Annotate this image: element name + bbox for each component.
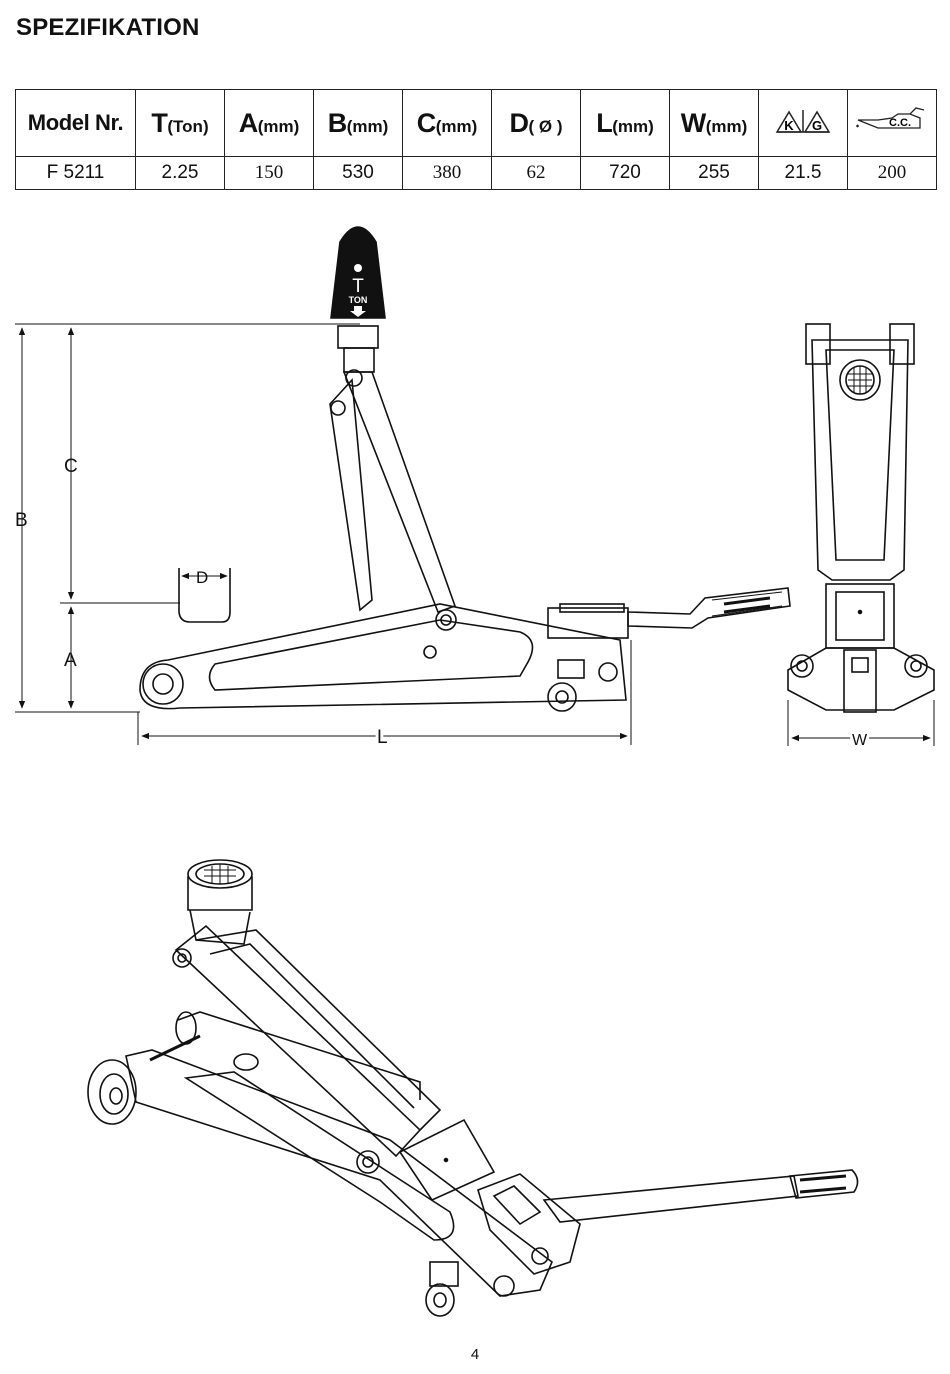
cell-w: 255: [669, 156, 759, 190]
oil-can-icon: C.C.: [856, 106, 925, 129]
cell-oil: 200: [847, 156, 937, 190]
spec-table: Model Nr. T(Ton) A(mm) B(mm) C(mm) D( Ø …: [15, 89, 937, 190]
page-title: SPEZIFIKATION: [16, 14, 200, 41]
cell-c: 380: [402, 156, 492, 190]
header-b-unit: (mm): [346, 116, 389, 136]
saddle-badge: [330, 226, 386, 319]
header-a: A(mm): [224, 89, 314, 157]
dim-l-label: L: [377, 727, 388, 748]
spec-data-row: F 5211 2.25 150 530 380 62 720 255 21.5 …: [15, 156, 937, 190]
side-view: [15, 226, 791, 745]
header-d: D( Ø ): [491, 89, 581, 157]
header-c: C(mm): [402, 89, 492, 157]
cell-a: 150: [224, 156, 314, 190]
header-w-main: W: [680, 107, 706, 138]
dim-c-label: C: [64, 456, 78, 477]
header-model-text: Model Nr.: [27, 110, 124, 135]
weight-icon-g: G: [812, 118, 822, 133]
weight-icon: K G: [775, 109, 831, 133]
page-number: 4: [470, 1346, 480, 1363]
dim-w-label: W: [852, 732, 868, 749]
front-view: [787, 323, 935, 746]
cell-d: 62: [491, 156, 581, 190]
header-w-unit: (mm): [705, 116, 748, 136]
header-c-main: C: [416, 107, 437, 138]
saddle-letter: T: [352, 276, 364, 297]
cell-b: 530: [313, 156, 403, 190]
dim-a-label: A: [64, 650, 77, 671]
isometric-view: [87, 859, 859, 1317]
header-oil: C.C.: [847, 89, 937, 157]
oil-icon-label: C.C.: [889, 117, 911, 129]
dim-d-label: D: [196, 568, 208, 587]
header-b-main: B: [327, 107, 348, 138]
header-l-unit: (mm): [612, 116, 654, 136]
header-t-main: T: [151, 107, 168, 138]
header-t-unit: (Ton): [167, 116, 209, 136]
header-weight: K G: [758, 89, 848, 157]
header-d-unit: ( Ø ): [528, 116, 563, 136]
saddle-pad: [839, 359, 881, 401]
header-model: Model Nr.: [15, 89, 136, 157]
header-w: W(mm): [669, 89, 759, 157]
header-a-unit: (mm): [257, 116, 300, 136]
saddle-label: TON: [349, 295, 368, 305]
cell-model: F 5211: [15, 156, 136, 190]
header-a-main: A: [238, 107, 259, 138]
header-c-unit: (mm): [435, 116, 478, 136]
cell-l: 720: [580, 156, 670, 190]
spec-header-row: Model Nr. T(Ton) A(mm) B(mm) C(mm) D( Ø …: [15, 89, 937, 157]
cell-t: 2.25: [135, 156, 225, 190]
dim-b-label: B: [15, 510, 28, 531]
header-d-main: D: [509, 107, 530, 138]
weight-icon-k: K: [784, 118, 794, 133]
header-l-main: L: [596, 107, 613, 138]
